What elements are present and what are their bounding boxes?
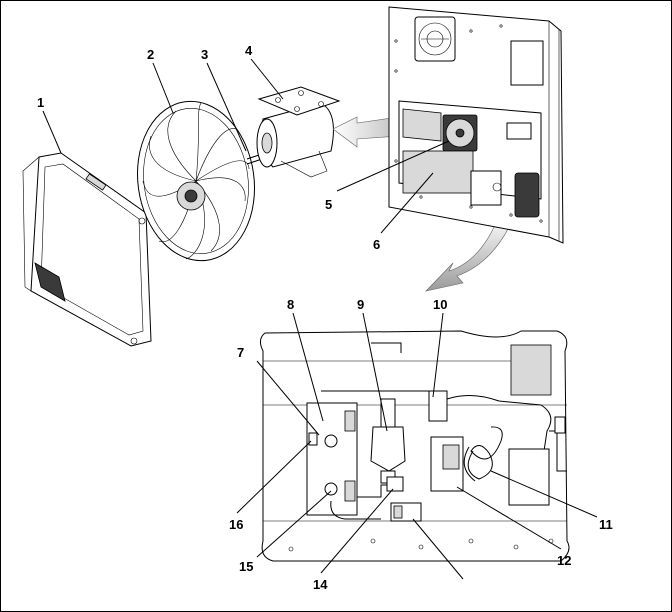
- fan-guard: [22, 152, 152, 347]
- callout-14: 14: [313, 577, 328, 592]
- callout-16: 16: [229, 517, 243, 532]
- leader-lines: [42, 58, 598, 580]
- callout-11: 11: [599, 517, 613, 532]
- callout-8: 8: [287, 297, 294, 312]
- callout-4: 4: [245, 43, 253, 58]
- callout-2: 2: [147, 47, 154, 62]
- callout-labels: 1 2 3 4 5 6 7 8 9 10 11 12 14 15 16: [37, 43, 613, 592]
- fan-blade: [136, 100, 256, 262]
- callout-7: 7: [237, 345, 244, 360]
- callout-5: 5: [325, 197, 332, 212]
- callout-6: 6: [373, 237, 380, 252]
- callout-15: 15: [239, 559, 253, 574]
- callout-9: 9: [357, 297, 364, 312]
- callout-12: 12: [557, 553, 571, 568]
- callout-1: 1: [37, 95, 44, 110]
- callout-10: 10: [433, 297, 447, 312]
- main-unit: [388, 6, 564, 244]
- fan-motor: [246, 86, 341, 178]
- detail-view: [259, 330, 570, 562]
- callout-3: 3: [201, 47, 208, 62]
